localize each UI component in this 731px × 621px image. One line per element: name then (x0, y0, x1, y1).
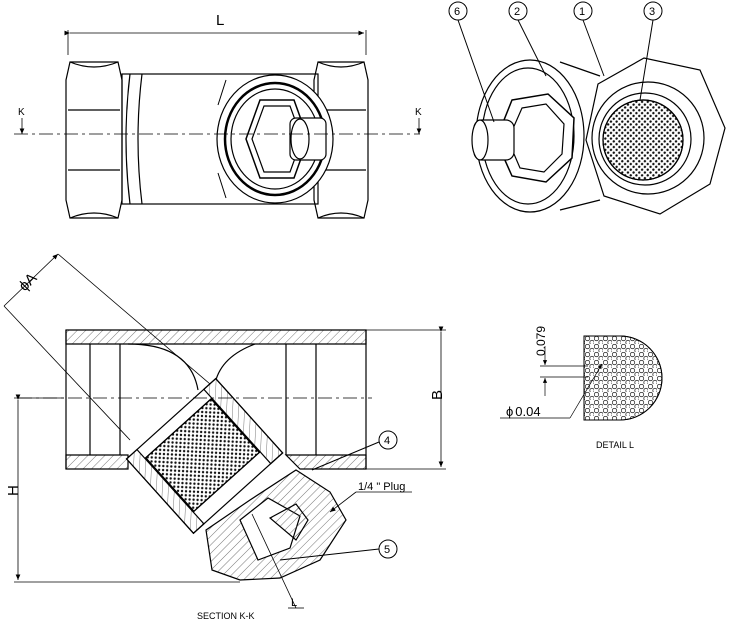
section-mark-left: K (18, 107, 25, 118)
balloon-1: 1 (579, 6, 585, 18)
detail-title: DETAIL L (596, 440, 634, 450)
section-title: SECTION K-K (197, 611, 255, 621)
isometric-view (471, 57, 726, 215)
balloon-6: 6 (454, 6, 460, 18)
dimension-h (14, 394, 240, 583)
plug-leader (329, 491, 412, 513)
dimension-length-label: L (216, 12, 224, 29)
dimension-a (3, 253, 211, 441)
balloon-2: 2 (514, 6, 520, 18)
balloon-5: 5 (384, 544, 390, 556)
plug-label: 1/4 " Plug (358, 481, 405, 493)
dimension-h-label: H (5, 485, 22, 496)
detail-l-view (500, 335, 663, 421)
balloon-3: 3 (649, 6, 655, 18)
section-view (18, 329, 372, 581)
dimension-b-label: B (429, 390, 446, 400)
side-view (14, 30, 422, 219)
detail-ref-label: L (291, 597, 297, 609)
detail-l-leader (251, 513, 304, 609)
balloon-4: 4 (384, 435, 390, 447)
balloon-group-top (448, 1, 663, 123)
mesh-pitch-label: 0.079 (534, 326, 548, 356)
balloon-group-bottom (279, 430, 398, 561)
section-mark-right: K (415, 107, 422, 118)
dimension-b (366, 326, 446, 470)
